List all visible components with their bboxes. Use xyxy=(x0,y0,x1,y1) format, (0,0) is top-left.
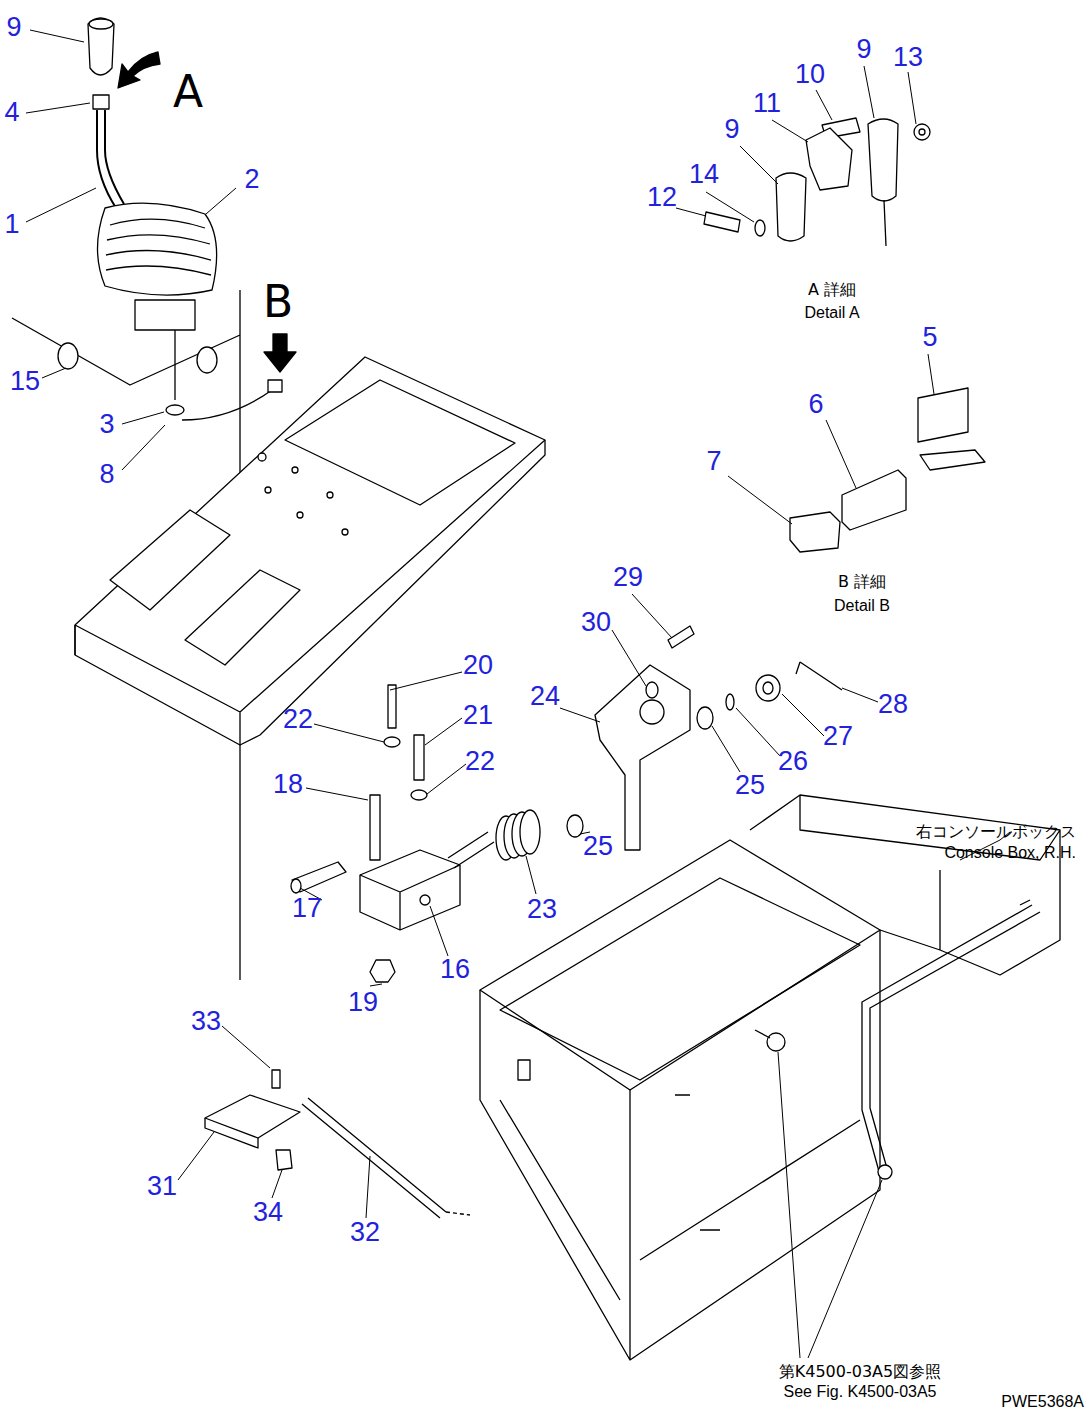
callout-number: 25 xyxy=(583,832,613,862)
note-text: See Fig. K4500-03A5 xyxy=(784,1383,937,1401)
callout-number: 11 xyxy=(753,89,781,119)
view-letter: A xyxy=(173,68,203,116)
callout-number: 22 xyxy=(465,747,495,777)
callout-number: 29 xyxy=(613,563,643,593)
callout-number: 8 xyxy=(99,460,114,490)
callout-number: 5 xyxy=(922,323,937,353)
note-text: Detail A xyxy=(804,304,859,322)
callout-number: 21 xyxy=(463,701,493,731)
callout-number: 3 xyxy=(99,410,114,440)
callout-number: 27 xyxy=(823,722,853,752)
callout-number: 1 xyxy=(4,210,19,240)
callout-number: 28 xyxy=(878,690,908,720)
view-letter: B xyxy=(263,278,293,326)
callout-number: 19 xyxy=(348,988,378,1018)
callout-number: 12 xyxy=(647,183,677,213)
callout-number: 9 xyxy=(856,35,871,65)
callout-number: 22 xyxy=(283,705,313,735)
callout-number: 24 xyxy=(530,682,560,712)
note-text: 右コンソールボックス xyxy=(916,823,1076,841)
callout-number: 4 xyxy=(4,98,19,128)
callout-number: 7 xyxy=(706,447,721,477)
note-text: 第K4500-03A5図参照 xyxy=(779,1363,941,1381)
callout-number: 10 xyxy=(795,60,825,90)
callout-number: 34 xyxy=(253,1198,283,1228)
callout-number: 26 xyxy=(778,747,808,777)
callout-number: 9 xyxy=(724,115,739,145)
note-text: PWE5368A xyxy=(1001,1393,1084,1411)
callout-number: 33 xyxy=(191,1007,221,1037)
note-text: Detail B xyxy=(834,597,890,615)
callout-number: 14 xyxy=(689,160,719,190)
callout-number: 32 xyxy=(350,1218,380,1248)
callout-number: 6 xyxy=(808,390,823,420)
callout-number: 20 xyxy=(463,651,493,681)
callout-number: 23 xyxy=(527,895,557,925)
callout-number: 9 xyxy=(6,13,21,43)
callout-number: 31 xyxy=(147,1172,177,1202)
knob xyxy=(88,18,114,75)
callout-number: 18 xyxy=(273,770,303,800)
note-text: B 詳細 xyxy=(838,573,886,591)
callout-number: 25 xyxy=(735,771,765,801)
note-text: Console Box, R.H. xyxy=(944,844,1076,862)
callout-number: 2 xyxy=(244,165,259,195)
callout-number: 15 xyxy=(10,367,40,397)
callout-number: 30 xyxy=(581,608,611,638)
callout-number: 13 xyxy=(893,43,923,73)
callout-number: 17 xyxy=(292,894,322,924)
note-text: A 詳細 xyxy=(808,281,856,299)
callout-number: 16 xyxy=(440,955,470,985)
